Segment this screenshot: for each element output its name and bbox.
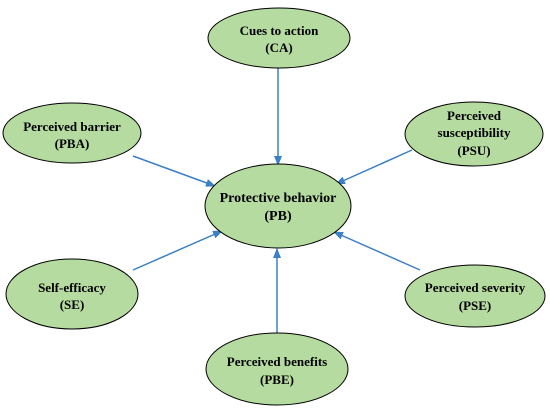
- node-ellipse: [205, 332, 349, 406]
- node-label-line2: (PB): [264, 209, 292, 224]
- node-label-line1: Perceived benefits: [227, 354, 327, 369]
- node-protective-behavior: Protective behavior (PB): [204, 163, 352, 249]
- node-label-line2: (SE): [60, 297, 85, 312]
- arrows: [132, 67, 421, 333]
- node-perceived-benefits: Perceived benefits (PBE): [205, 332, 349, 406]
- arrow-psu-to-pb: [335, 149, 413, 185]
- node-label-line1: Self-efficacy: [38, 280, 106, 295]
- arrow-pba-to-pb: [132, 155, 216, 187]
- node-cues-to-action: Cues to action (CA): [207, 7, 351, 69]
- node-ellipse: [2, 102, 142, 164]
- node-label-line1: Cues to action: [240, 23, 319, 38]
- node-label-line1: Perceived barrier: [23, 119, 121, 134]
- node-label-line1: Protective behavior: [220, 191, 337, 206]
- node-ellipse: [404, 264, 546, 328]
- node-label-line2: (PSE): [459, 298, 492, 313]
- node-ellipse: [404, 101, 544, 167]
- node-perceived-susceptibility: Perceived susceptibility (PSU): [404, 101, 544, 167]
- node-ellipse: [204, 163, 352, 249]
- arrow-se-to-pb: [132, 230, 223, 271]
- node-label-line2: (CA): [265, 40, 292, 55]
- node-ellipse: [5, 258, 139, 330]
- node-label-line1: Perceived severity: [425, 280, 526, 295]
- arrow-pse-to-pb: [333, 231, 421, 271]
- node-perceived-severity: Perceived severity (PSE): [404, 264, 546, 328]
- node-label-line2: susceptibility: [438, 125, 511, 140]
- node-label-line2: (PBE): [260, 372, 294, 387]
- node-perceived-barrier: Perceived barrier (PBA): [2, 102, 142, 164]
- node-label-line2: (PBA): [55, 136, 90, 151]
- node-self-efficacy: Self-efficacy (SE): [5, 258, 139, 330]
- node-label-line3: (PSU): [457, 143, 490, 158]
- node-ellipse: [207, 7, 351, 69]
- node-label-line1: Perceived: [447, 108, 502, 123]
